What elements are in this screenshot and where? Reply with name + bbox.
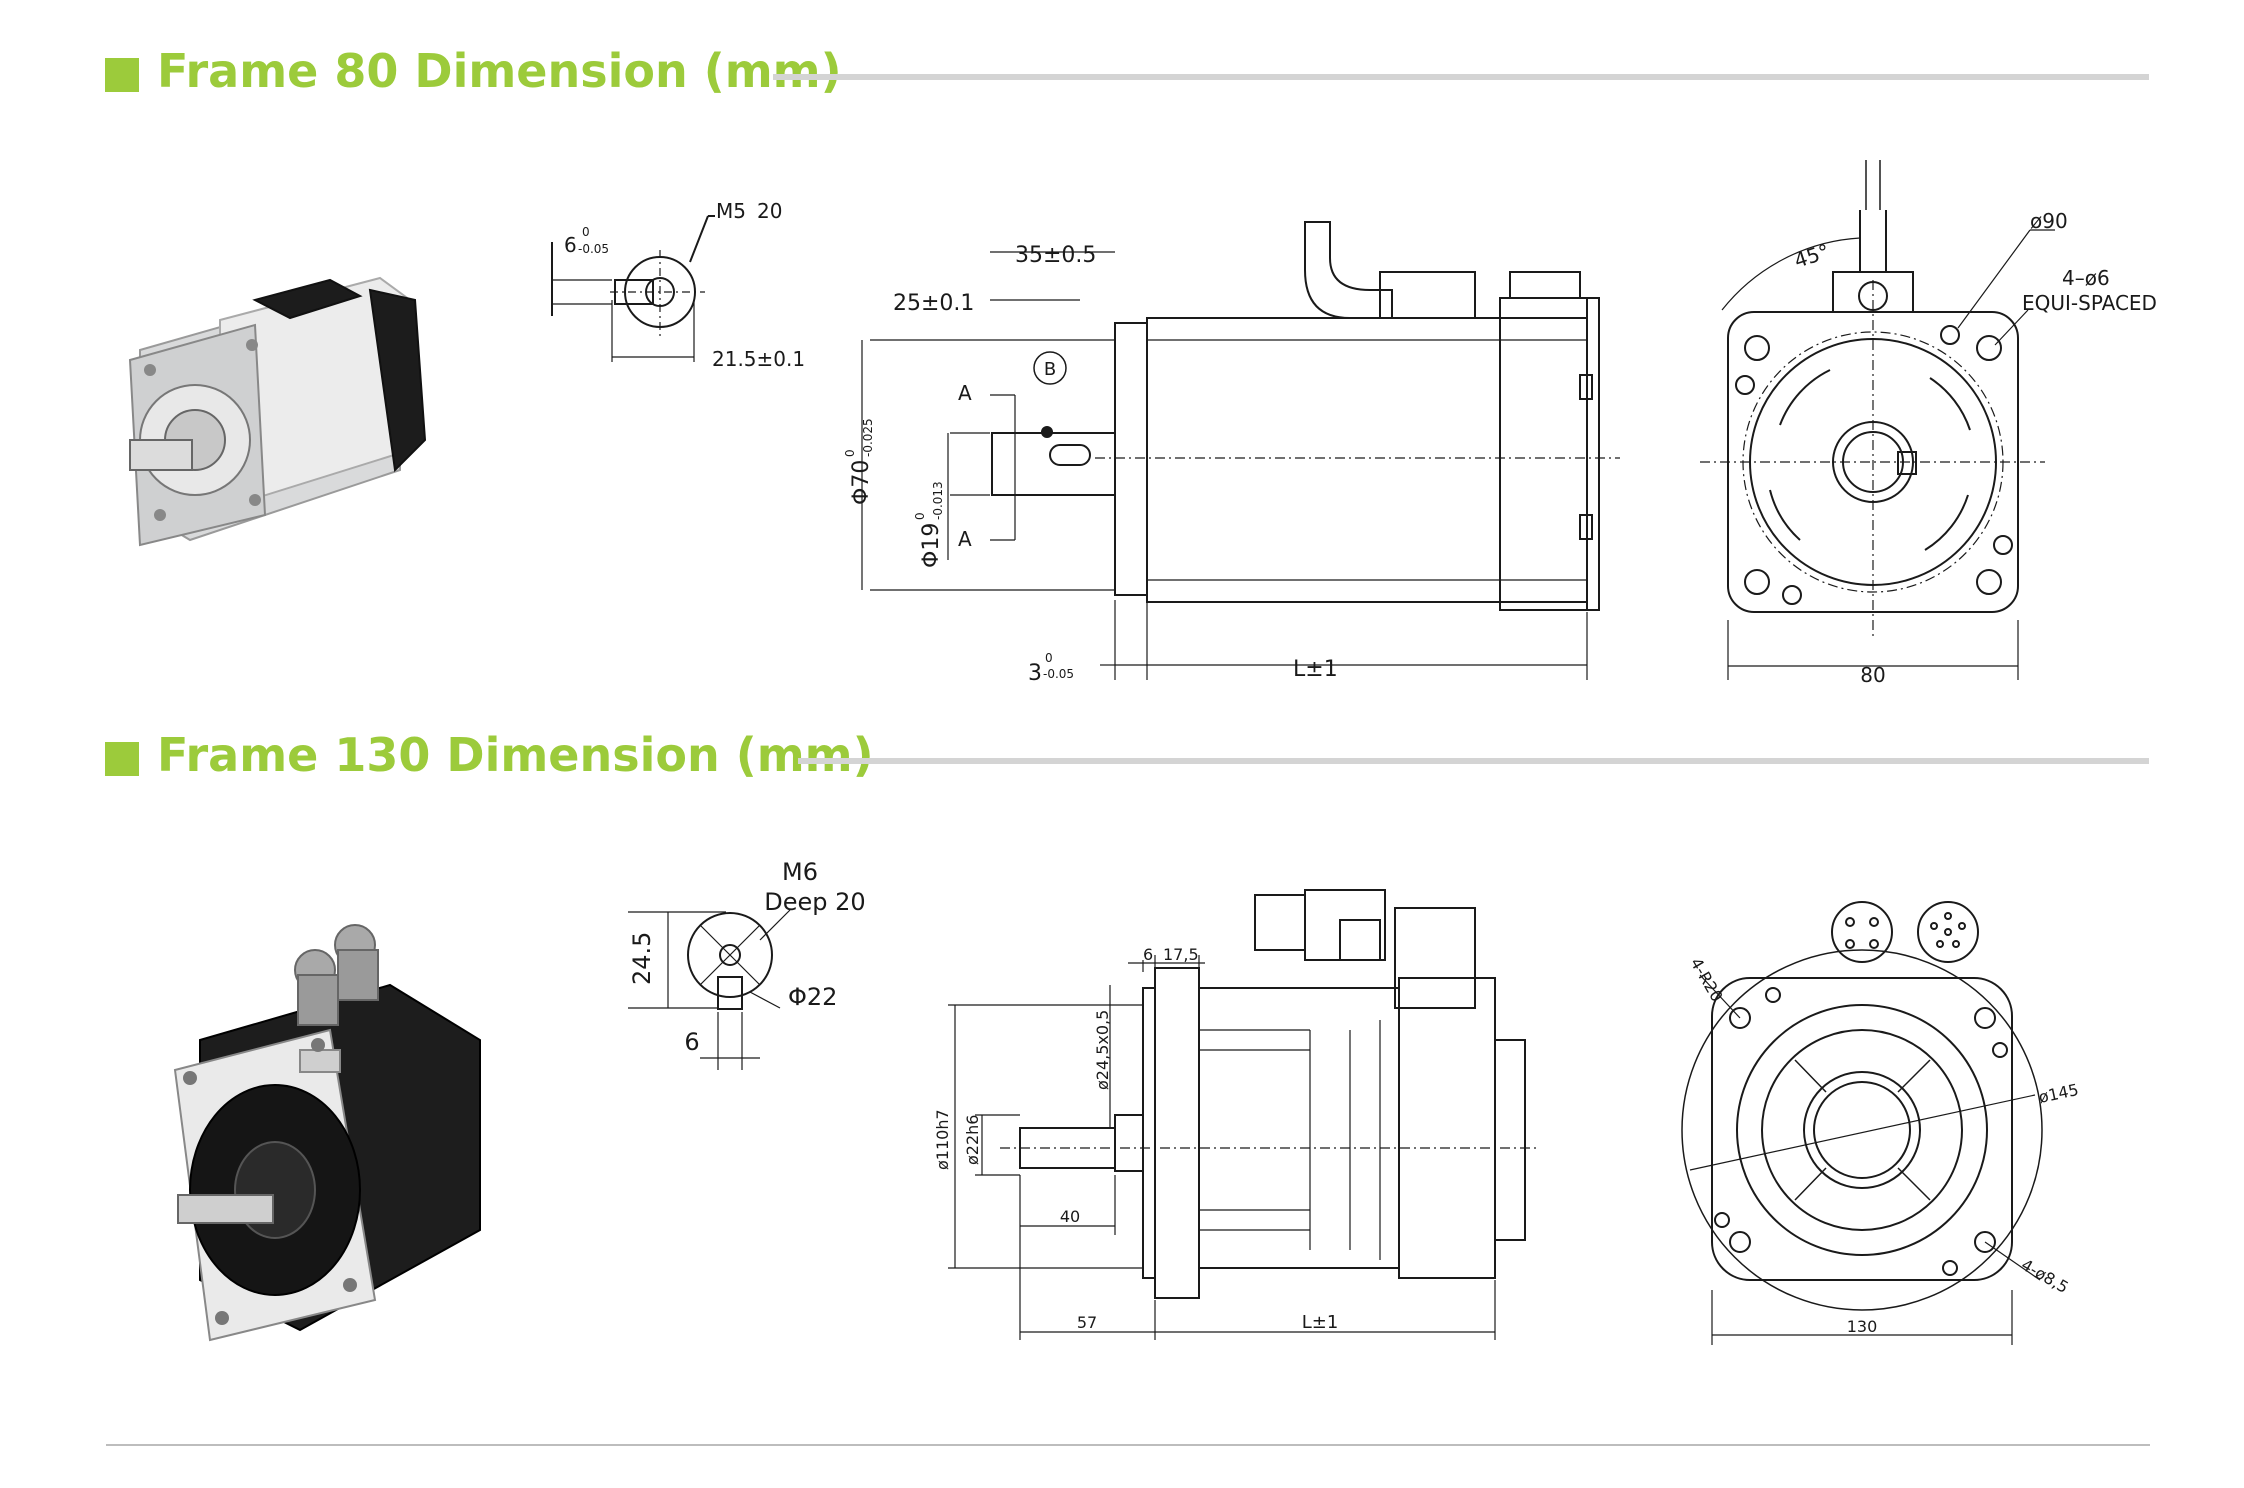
frame130-length: L±1 bbox=[1302, 1312, 1339, 1333]
footer-rule bbox=[106, 1444, 2150, 1446]
frame80-front-view bbox=[1700, 160, 2055, 680]
frame130-key-width: 6 bbox=[684, 1028, 699, 1056]
frame130-shaft-len: 57 bbox=[1077, 1313, 1097, 1332]
frame80-section-label-bottom: A bbox=[958, 527, 972, 551]
frame130-bolt-circle: ø145 bbox=[2037, 1080, 2080, 1107]
frame80-key-width: 6 bbox=[564, 233, 577, 257]
frame130-flange-thk: 6 bbox=[1143, 945, 1153, 964]
frame130-thread-depth: Deep 20 bbox=[764, 888, 865, 916]
header-rule bbox=[773, 74, 2149, 80]
frame130-shaft-dia-side: ø22h6 bbox=[963, 1115, 982, 1165]
frame80-pilot-tol-lower: -0.025 bbox=[861, 418, 875, 457]
frame80-key-tol-upper: 0 bbox=[582, 225, 590, 239]
frame80-shaft-tol-lower: -0.013 bbox=[931, 481, 945, 520]
frame80-pilot-dia: Φ70 0 -0.025 bbox=[843, 418, 875, 505]
frame80-pilot-dia-text: Φ70 bbox=[849, 460, 874, 505]
frame130-key-height: 24.5 bbox=[628, 932, 656, 985]
frame80-width: 80 bbox=[1860, 663, 1885, 687]
frame130-front-view bbox=[1681, 901, 2043, 1345]
frame80-pilot-tol-upper: 0 bbox=[843, 449, 857, 457]
bullet-square-icon bbox=[105, 58, 139, 92]
frame80-key-length: 25±0.1 bbox=[893, 291, 974, 316]
frame130-thread: M6 bbox=[782, 858, 818, 886]
frame80-length: L±1 bbox=[1293, 657, 1338, 682]
frame80-motor-photo bbox=[128, 276, 427, 547]
frame130-width: 130 bbox=[1847, 1317, 1878, 1336]
frame80-side-view bbox=[861, 221, 1620, 680]
frame80-angle: 45° bbox=[1791, 239, 1832, 273]
frame80-title: Frame 80 Dimension (mm) bbox=[157, 44, 842, 98]
frame130-shaft-dia: Φ22 bbox=[788, 983, 837, 1011]
frame130-holes: 4-ø8,5 bbox=[2018, 1255, 2072, 1297]
frame80-key-height: 21.5±0.1 bbox=[712, 347, 805, 371]
frame80-shaft-dia: Φ19 0 -0.013 bbox=[913, 481, 945, 568]
frame80-section-label-top: A bbox=[958, 381, 972, 405]
frame130-title: Frame 130 Dimension (mm) bbox=[157, 728, 874, 782]
header-rule bbox=[798, 758, 2149, 764]
frame130-pilot-dia: ø110h7 bbox=[933, 1109, 952, 1170]
frame80-key-tol-lower: -0.05 bbox=[578, 242, 609, 256]
frame80-flange-thk: 3 bbox=[1028, 661, 1042, 686]
frame80-thread-label: M5 bbox=[716, 199, 746, 223]
frame130-key-len: 40 bbox=[1060, 1207, 1080, 1226]
frame130-key-size: ø24,5x0,5 bbox=[1093, 1010, 1112, 1090]
frame130-shaft-end bbox=[628, 909, 791, 1070]
frame130-side-view bbox=[948, 889, 1540, 1340]
frame80-shaft-end bbox=[551, 215, 715, 362]
frame130-motor-photo bbox=[173, 924, 481, 1342]
frame80-flange-tol-upper: 0 bbox=[1045, 651, 1053, 665]
frame80-holes-note: EQUI-SPACED bbox=[2022, 291, 2157, 315]
frame80-bolt-circle: ø90 bbox=[2030, 209, 2068, 233]
frame80-shaft-length: 35±0.5 bbox=[1015, 243, 1096, 268]
frame80-holes: 4–ø6 bbox=[2062, 266, 2110, 290]
frame80-datum-label: B bbox=[1044, 359, 1056, 380]
frame80-shaft-tol-upper: 0 bbox=[913, 512, 927, 520]
frame80-shaft-dia-text: Φ19 bbox=[919, 523, 944, 568]
frame80-flange-tol-lower: -0.05 bbox=[1043, 667, 1074, 681]
frame80-thread-depth: 20 bbox=[757, 199, 782, 223]
frame130-corner-radius: 4-R20 bbox=[1687, 955, 1727, 1006]
bullet-square-icon bbox=[105, 742, 139, 776]
frame130-flange-len: 17,5 bbox=[1163, 945, 1199, 964]
